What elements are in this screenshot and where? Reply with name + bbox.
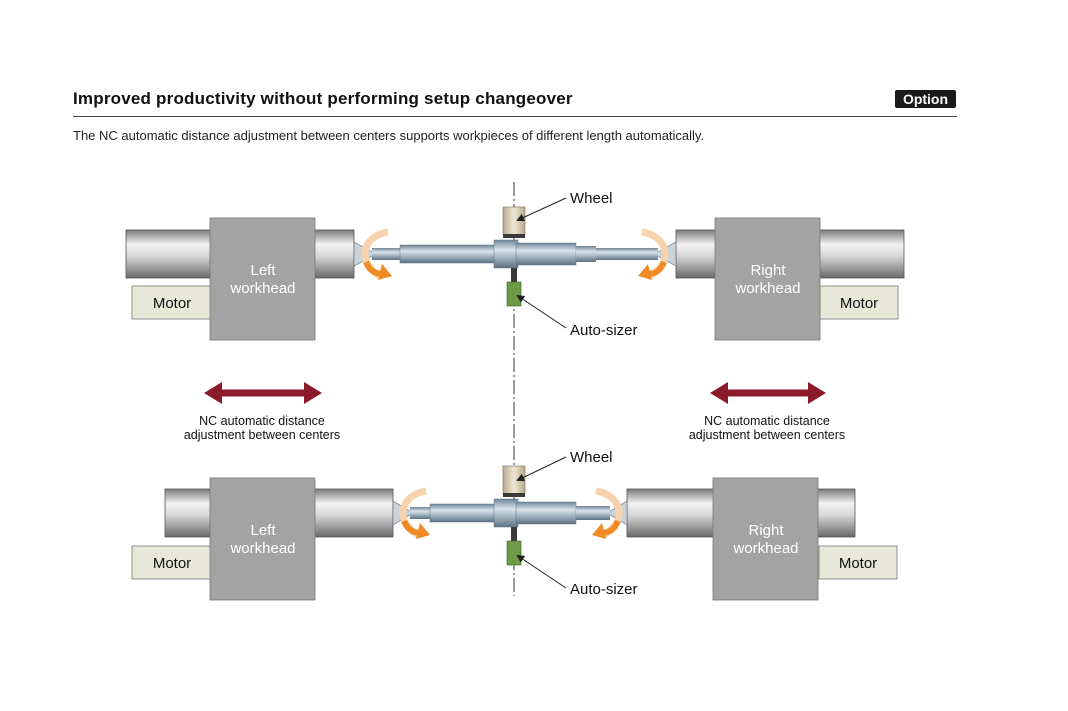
right-motor-box	[819, 285, 899, 320]
right-workhead-box	[714, 217, 821, 341]
top-grinding-wheel	[502, 206, 526, 236]
right-motor-label: Motor	[840, 295, 878, 312]
bottom-right-workhead-label-1: Right	[748, 522, 784, 539]
right-adjust-label-2: adjustment between centers	[689, 428, 845, 442]
top-wheel-label: Wheel	[570, 190, 613, 207]
left-adjust-label-2: adjustment between centers	[184, 428, 340, 442]
bottom-assembly: Motor Left workhead Motor Right workhead	[131, 449, 898, 601]
right-adjust-arrow	[710, 382, 826, 404]
left-workhead-label-1: Left	[250, 262, 276, 279]
page-description: The NC automatic distance adjustment bet…	[73, 128, 705, 143]
left-motor-label: Motor	[153, 295, 191, 312]
top-workpiece	[372, 239, 658, 269]
heading-divider	[73, 116, 957, 117]
top-wheel-pointer	[516, 197, 567, 222]
top-auto-sizer	[506, 281, 522, 307]
bottom-sizer-pointer	[516, 554, 567, 589]
bottom-right-workhead-box	[712, 477, 819, 601]
left-workhead-box	[209, 217, 316, 341]
left-motor-box	[131, 285, 213, 320]
top-assembly: Motor Left workhead Motor Right workhead	[125, 190, 905, 341]
top-sizer-label: Auto-sizer	[570, 322, 638, 339]
left-adjust-label-1: NC automatic distance	[199, 414, 325, 428]
page-heading: Improved productivity without performing…	[73, 89, 573, 108]
bottom-wheel-label: Wheel	[570, 449, 613, 466]
bottom-workpiece	[410, 498, 610, 528]
right-workhead-label-2: workhead	[734, 280, 800, 297]
bottom-right-motor-label: Motor	[839, 555, 877, 572]
right-adjust-label-1: NC automatic distance	[704, 414, 830, 428]
bottom-left-workhead-box	[209, 477, 316, 601]
bottom-left-workhead-label-2: workhead	[229, 540, 295, 557]
bottom-right-motor-box	[818, 545, 898, 580]
left-adjust-arrow	[204, 382, 322, 404]
bottom-grinding-wheel	[502, 465, 526, 495]
bottom-wheel-pointer	[516, 456, 567, 482]
top-sizer-pointer	[516, 294, 567, 329]
right-workhead-label-1: Right	[750, 262, 786, 279]
left-workhead-label-2: workhead	[229, 280, 295, 297]
bottom-left-workhead-label-1: Left	[250, 522, 276, 539]
bottom-auto-sizer	[506, 540, 522, 566]
bottom-left-motor-label: Motor	[153, 555, 191, 572]
bottom-right-workhead-label-2: workhead	[732, 540, 798, 557]
option-badge: Option	[895, 90, 956, 108]
bottom-left-motor-box	[131, 545, 213, 580]
bottom-sizer-label: Auto-sizer	[570, 581, 638, 598]
